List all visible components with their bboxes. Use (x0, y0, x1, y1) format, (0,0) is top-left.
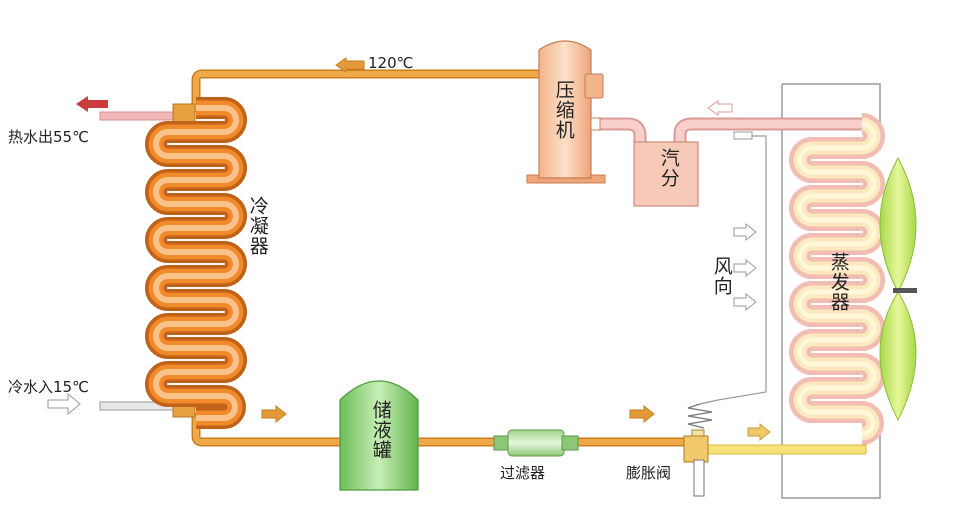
fan (879, 156, 917, 422)
arrow-top-left (335, 57, 365, 73)
filter-label: 过滤器 (500, 464, 546, 482)
arrow-into-evaporator (747, 422, 771, 442)
arrow-bottom-1 (261, 404, 287, 424)
capillary-line (699, 135, 767, 405)
evaporator-label: 蒸发器 (827, 252, 850, 312)
suction-pipes (591, 117, 869, 153)
expansion-valve-label: 膨胀阀 (626, 464, 672, 482)
cold-water-arrow (47, 392, 81, 416)
separator-label: 汽分 (657, 148, 680, 188)
arrow-bottom-2 (629, 404, 655, 424)
receiver-tank (339, 380, 419, 491)
evaporator-coil (789, 113, 885, 445)
hot-water-arrow (76, 96, 108, 112)
liquid-line-to-evaporator (705, 444, 867, 455)
arrow-suction (707, 100, 733, 116)
filter-drier (493, 429, 579, 457)
tank-label: 储液罐 (369, 400, 392, 460)
expansion-valve (683, 403, 713, 497)
wind-arrow-3 (733, 292, 757, 312)
refrigerant-pipes (191, 69, 701, 447)
cold-water-in-label: 冷水入15℃ (8, 378, 89, 396)
condenser-label: 冷凝器 (246, 196, 269, 256)
wind-arrow-2 (733, 258, 757, 278)
compressor (526, 40, 606, 184)
condenser-coil (145, 97, 247, 429)
gas-liquid-separator (633, 141, 699, 207)
compressor-label: 压缩机 (552, 80, 575, 140)
wind-arrow-1 (733, 222, 757, 242)
wind-direction-label: 风向 (710, 256, 733, 296)
sensing-bulb (733, 131, 753, 140)
temp-top-label: 120℃ (368, 54, 414, 72)
hot-water-out-label: 热水出55℃ (8, 128, 89, 146)
